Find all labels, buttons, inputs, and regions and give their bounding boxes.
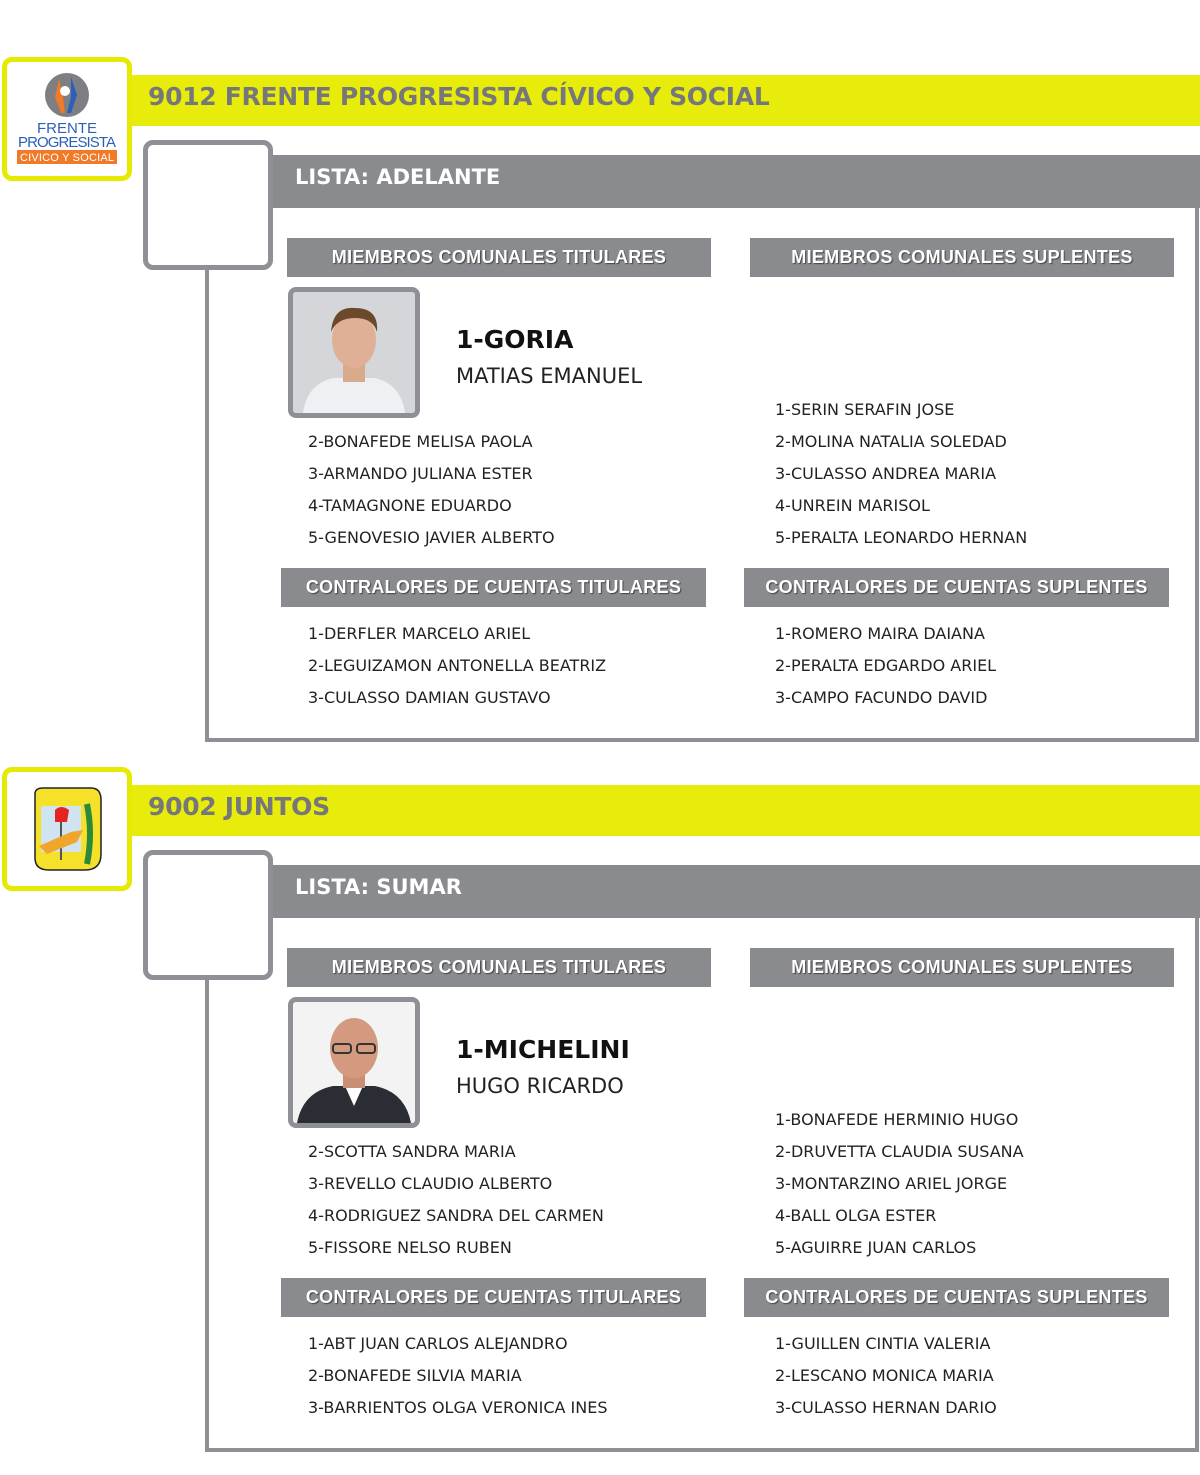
list-image-placeholder [143,850,273,980]
party-title-bar [128,785,1200,836]
titular-item: 2-BONAFEDE MELISA PAOLA [308,432,533,451]
header-contralores-titulares: CONTRALORES DE CUENTAS TITULARES [281,1278,706,1317]
header-miembros-titulares: MIEMBROS COMUNALES TITULARES [287,948,711,987]
lead-candidate-surname: 1-MICHELINI [456,1035,630,1064]
list-image-placeholder [143,140,273,270]
suplente-item: 1-SERIN SERAFIN JOSE [775,400,955,419]
suplente-item: 5-AGUIRRE JUAN CARLOS [775,1238,977,1257]
titular-item: 3-REVELLO CLAUDIO ALBERTO [308,1174,553,1193]
list-title: LISTA: SUMAR [295,875,462,899]
contralor-suplente-item: 3-CAMPO FACUNDO DAVID [775,688,988,707]
contralor-suplente-item: 2-PERALTA EDGARDO ARIEL [775,656,997,675]
party-section: 9002 JUNTOS LISTA: SUMAR MIEMBROS COMUNA… [0,765,1200,1475]
contralor-titular-item: 1-DERFLER MARCELO ARIEL [308,624,531,643]
svg-text:CIVICO Y SOCIAL: CIVICO Y SOCIAL [20,152,114,164]
suplente-item: 4-UNREIN MARISOL [775,496,930,515]
header-contralores-titulares: CONTRALORES DE CUENTAS TITULARES [281,568,706,607]
candidate-photo [288,287,420,418]
suplente-item: 3-MONTARZINO ARIEL JORGE [775,1174,1008,1193]
contralor-titular-item: 2-BONAFEDE SILVIA MARIA [308,1366,522,1385]
list-title-bar [273,155,1200,208]
header-miembros-suplentes: MIEMBROS COMUNALES SUPLENTES [750,238,1174,277]
titular-item: 4-RODRIGUEZ SANDRA DEL CARMEN [308,1206,604,1225]
header-miembros-titulares: MIEMBROS COMUNALES TITULARES [287,238,711,277]
party-logo [2,767,132,891]
suplente-item: 5-PERALTA LEONARDO HERNAN [775,528,1028,547]
list-frame [205,205,1199,742]
contralor-titular-item: 3-BARRIENTOS OLGA VERONICA INES [308,1398,608,1417]
header-contralores-suplentes: CONTRALORES DE CUENTAS SUPLENTES [744,1278,1169,1317]
party-title-bar [128,75,1200,126]
candidate-photo [288,997,420,1128]
titular-item: 3-ARMANDO JULIANA ESTER [308,464,533,483]
titular-item: 4-TAMAGNONE EDUARDO [308,496,512,515]
contralor-titular-item: 2-LEGUIZAMON ANTONELLA BEATRIZ [308,656,607,675]
list-title-bar [273,865,1200,918]
suplente-item: 2-DRUVETTA CLAUDIA SUSANA [775,1142,1024,1161]
party-title: 9002 JUNTOS [148,792,330,821]
suplente-item: 2-MOLINA NATALIA SOLEDAD [775,432,1007,451]
titular-item: 2-SCOTTA SANDRA MARIA [308,1142,516,1161]
list-frame [205,915,1199,1452]
contralor-titular-item: 1-ABT JUAN CARLOS ALEJANDRO [308,1334,568,1353]
suplente-item: 1-BONAFEDE HERMINIO HUGO [775,1110,1019,1129]
frente-progresista-logo: FRENTE PROGRESISTA CIVICO Y SOCIAL [17,73,117,164]
party-section: FRENTE PROGRESISTA CIVICO Y SOCIAL 9012 … [0,55,1200,765]
svg-text:FRENTE: FRENTE [37,120,97,137]
party-title: 9012 FRENTE PROGRESISTA CÍVICO Y SOCIAL [148,82,770,111]
contralor-suplente-item: 2-LESCANO MONICA MARIA [775,1366,994,1385]
lead-candidate-surname: 1-GORIA [456,325,574,354]
contralor-titular-item: 3-CULASSO DAMIAN GUSTAVO [308,688,551,707]
list-title: LISTA: ADELANTE [295,165,501,189]
suplente-item: 4-BALL OLGA ESTER [775,1206,937,1225]
titular-item: 5-GENOVESIO JAVIER ALBERTO [308,528,555,547]
titular-item: 5-FISSORE NELSO RUBEN [308,1238,512,1257]
svg-text:PROGRESISTA: PROGRESISTA [18,134,116,151]
lead-candidate-given-name: MATIAS EMANUEL [456,364,643,388]
lead-candidate-given-name: HUGO RICARDO [456,1074,624,1098]
party-logo: FRENTE PROGRESISTA CIVICO Y SOCIAL [2,57,132,181]
suplente-item: 3-CULASSO ANDREA MARIA [775,464,997,483]
contralor-suplente-item: 1-GUILLEN CINTIA VALERIA [775,1334,991,1353]
contralor-suplente-item: 1-ROMERO MAIRA DAIANA [775,624,985,643]
juntos-shield-logo [34,787,102,871]
header-miembros-suplentes: MIEMBROS COMUNALES SUPLENTES [750,948,1174,987]
contralor-suplente-item: 3-CULASSO HERNAN DARIO [775,1398,997,1417]
header-contralores-suplentes: CONTRALORES DE CUENTAS SUPLENTES [744,568,1169,607]
